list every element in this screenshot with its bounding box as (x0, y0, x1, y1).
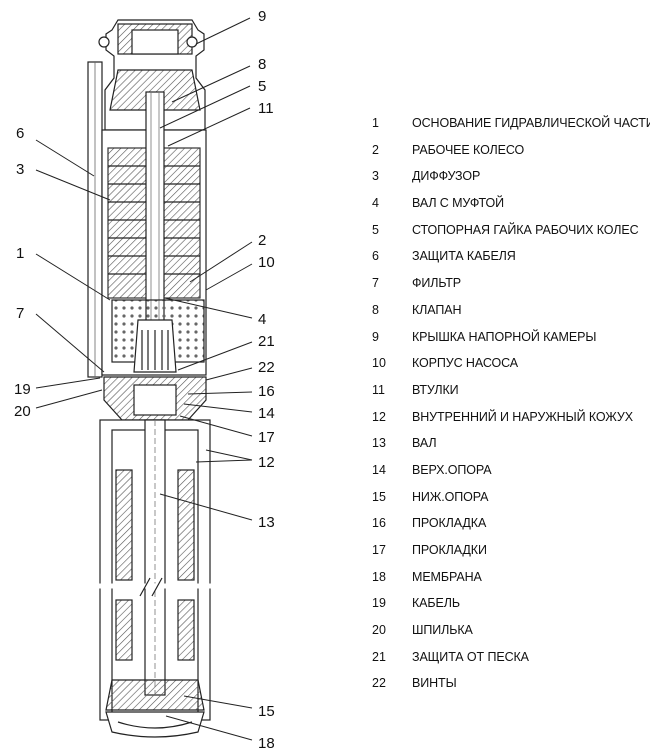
leader-lines (35, 17, 253, 741)
legend-item-number: 19 (372, 596, 386, 611)
legend-item-label: ПРОКЛАДКА (412, 516, 487, 531)
callout-19: 19 (14, 381, 31, 398)
legend-item-number: 4 (372, 196, 379, 211)
legend-item-label: ВАЛ С МУФТОЙ (412, 196, 505, 211)
callout-15: 15 (258, 703, 275, 720)
legend-item-label: ЗАЩИТА ОТ ПЕСКА (412, 649, 529, 664)
pump-drawing (87, 19, 218, 738)
legend-item-number: 20 (372, 623, 386, 638)
legend-item: 4 ВАЛ С МУФТОЙ (372, 193, 647, 220)
legend-item-label: ВЕРХ.ОПОРА (412, 462, 492, 477)
callout-20: 20 (14, 403, 31, 420)
callout-6: 6 (16, 125, 24, 142)
legend-item-number: 6 (372, 249, 379, 264)
legend-item: 13 ВАЛ (372, 433, 647, 460)
callout-17: 17 (258, 429, 275, 446)
legend-item-number: 9 (372, 329, 379, 344)
callout-16: 16 (258, 383, 275, 400)
callout-21: 21 (258, 333, 275, 350)
callout-18: 18 (258, 735, 275, 752)
callout-numbers: 9 8 5 11 6 3 2 10 1 4 7 21 22 19 16 20 1… (14, 8, 275, 752)
legend-item-number: 13 (372, 436, 386, 451)
legend-item: 6 ЗАЩИТА КАБЕЛЯ (372, 246, 647, 273)
callout-8: 8 (258, 56, 266, 73)
legend-item-number: 3 (372, 169, 379, 184)
legend-item-label: ДИФФУЗОР (412, 169, 481, 184)
legend-item-label: КРЫШКА НАПОРНОЙ КАМЕРЫ (412, 329, 597, 344)
legend-item-label: ВТУЛКИ (412, 382, 459, 397)
legend-item-number: 8 (372, 302, 379, 317)
callout-2: 2 (258, 232, 266, 249)
lower-bearing (105, 679, 205, 711)
legend-item: 18 МЕМБРАНА (372, 567, 647, 594)
legend-item: 17 ПРОКЛАДКИ (372, 540, 647, 567)
callout-13: 13 (258, 514, 275, 531)
legend-item-label: КАБЕЛЬ (412, 596, 460, 611)
legend-item: 14 ВЕРХ.ОПОРА (372, 460, 647, 487)
legend-item-label: ШПИЛЬКА (412, 623, 473, 638)
legend-item: 1 ОСНОВАНИЕ ГИДРАВЛИЧЕСКОЙ ЧАСТИ (372, 113, 650, 140)
legend-item: 10 КОРПУС НАСОСА (372, 353, 647, 380)
legend-item: 21 ЗАЩИТА ОТ ПЕСКА (372, 647, 647, 674)
legend-item: 2 РАБОЧЕЕ КОЛЕСО (372, 140, 647, 167)
callout-11: 11 (258, 100, 274, 117)
discharge-port (131, 29, 179, 55)
legend-item-label: КОРПУС НАСОСА (412, 356, 518, 371)
legend-item: 16 ПРОКЛАДКА (372, 513, 647, 540)
legend-item-number: 7 (372, 276, 379, 291)
legend-item-label: СТОПОРНАЯ ГАЙКА РАБОЧИХ КОЛЕС (412, 222, 639, 237)
legend-item-number: 15 (372, 489, 386, 504)
legend-item-number: 10 (372, 356, 386, 371)
pump-shaft (145, 91, 165, 323)
legend-item: 3 ДИФФУЗОР (372, 166, 647, 193)
legend-item: 8 КЛАПАН (372, 300, 647, 327)
legend-item-number: 14 (372, 462, 386, 477)
callout-3: 3 (16, 161, 24, 178)
legend-item: 12 ВНУТРЕННИЙ И НАРУЖНЫЙ КОЖУХ (372, 407, 647, 434)
legend-item-number: 12 (372, 409, 386, 424)
legend-item-number: 11 (372, 382, 385, 397)
callout-4: 4 (258, 311, 266, 328)
legend-item-label: НИЖ.ОПОРА (412, 489, 489, 504)
legend-item: 22 ВИНТЫ (372, 673, 647, 700)
callout-5: 5 (258, 78, 266, 95)
legend-item-label: ПРОКЛАДКИ (412, 543, 487, 557)
legend-item-label: ЗАЩИТА КАБЕЛЯ (412, 249, 516, 264)
legend-item-number: 5 (372, 222, 379, 237)
legend-item-number: 17 (372, 543, 386, 557)
callout-10: 10 (258, 254, 275, 271)
callout-1: 1 (16, 245, 24, 262)
legend-item: 7 ФИЛЬТР (372, 273, 647, 300)
callout-7: 7 (16, 305, 24, 322)
legend-item-label: ФИЛЬТР (412, 276, 462, 291)
legend-item-number: 1 (372, 116, 379, 130)
legend-item-number: 18 (372, 569, 386, 584)
legend-item-label: ВИНТЫ (412, 676, 457, 691)
callout-12: 12 (258, 454, 275, 471)
legend-item-number: 2 (372, 142, 379, 157)
legend-item: 19 КАБЕЛЬ (372, 593, 647, 620)
legend-item: 9 КРЫШКА НАПОРНОЙ КАМЕРЫ (372, 327, 647, 354)
diaphragm (105, 711, 205, 738)
legend-item-label: РАБОЧЕЕ КОЛЕСО (412, 142, 525, 157)
callout-22: 22 (258, 359, 275, 376)
legend-item-label: ОСНОВАНИЕ ГИДРАВЛИЧЕСКОЙ ЧАСТИ (412, 116, 650, 130)
legend-item-label: ВНУТРЕННИЙ И НАРУЖНЫЙ КОЖУХ (412, 409, 634, 424)
legend-item-label: ВАЛ (412, 436, 437, 451)
legend-item: 15 НИЖ.ОПОРА (372, 487, 647, 514)
legend-item-label: МЕМБРАНА (412, 569, 482, 584)
legend-item: 5 СТОПОРНАЯ ГАЙКА РАБОЧИХ КОЛЕС (372, 220, 647, 247)
legend-item: 11 ВТУЛКИ (372, 380, 647, 407)
callout-14: 14 (258, 405, 275, 422)
legend-item-number: 16 (372, 516, 386, 531)
legend-item-number: 21 (372, 649, 386, 664)
parts-legend: 1 ОСНОВАНИЕ ГИДРАВЛИЧЕСКОЙ ЧАСТИ 2 РАБОЧЕЕ … (372, 113, 650, 700)
legend-item: 20 ШПИЛЬКА (372, 620, 647, 647)
legend-item-label: КЛАПАН (412, 302, 462, 317)
callout-9: 9 (258, 8, 266, 25)
legend-item-number: 22 (372, 676, 386, 691)
